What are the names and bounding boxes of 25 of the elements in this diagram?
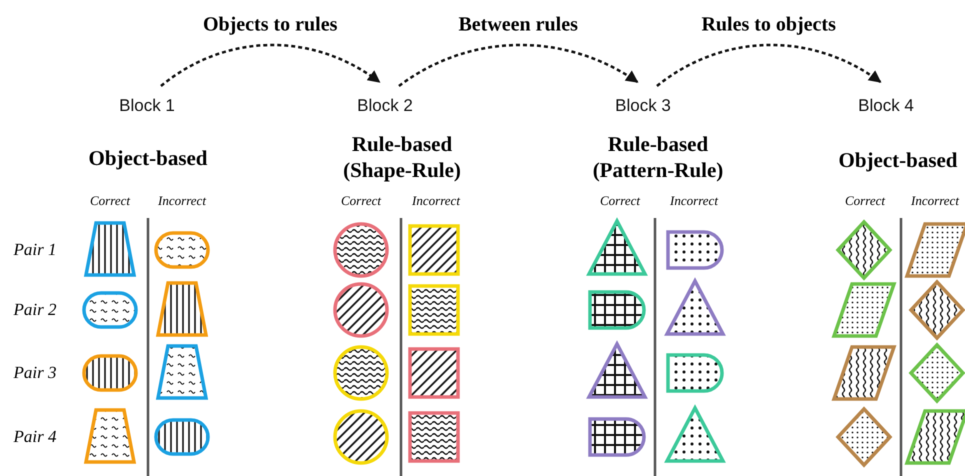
block-label: Block 4 [858,96,914,116]
condition-heading: Object-based [838,147,958,173]
block-label: Block 3 [615,96,671,116]
edge-label: Objects to rules [202,14,338,36]
column-header: Correct [845,193,885,209]
edge-label: Rules to objects [701,14,836,36]
column-header: Incorrect [911,193,959,209]
row-label: Pair 3 [14,363,56,383]
curved-arrow [160,44,380,87]
row-label: Pair 4 [14,427,56,447]
column-header: Correct [600,193,640,209]
column-header: Correct [341,193,381,209]
column-header: Incorrect [670,193,718,209]
condition-heading: Rule-based (Pattern-Rule) [592,131,724,183]
column-header: Incorrect [158,193,206,209]
condition-heading: Rule-based (Shape-Rule) [342,131,462,183]
curved-arrow [656,44,882,88]
column-header: Correct [90,193,130,209]
condition-heading: Object-based [88,145,208,171]
row-label: Pair 2 [14,300,56,320]
block-label: Block 2 [357,96,413,116]
curved-arrow [398,44,638,88]
block-label: Block 1 [119,96,175,116]
column-header: Incorrect [412,193,460,209]
row-label: Pair 1 [14,240,56,260]
